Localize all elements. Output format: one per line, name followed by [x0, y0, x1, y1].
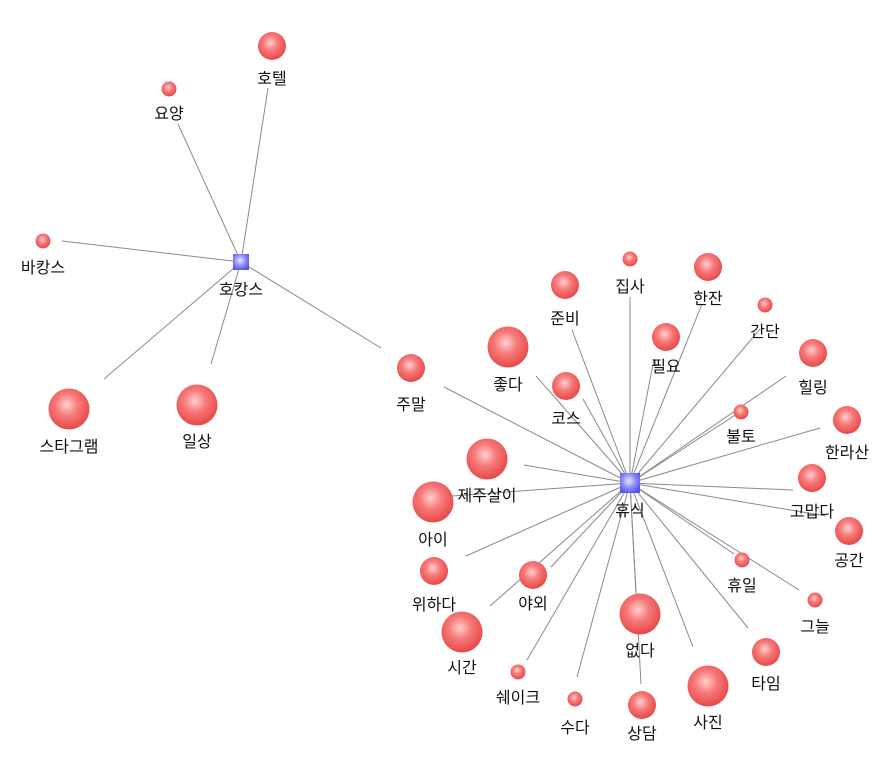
- word-label: 휴일: [727, 576, 756, 595]
- edge-line: [629, 482, 735, 555]
- edge-line: [550, 482, 631, 568]
- word-label: 불토: [726, 427, 755, 446]
- word-node[interactable]: [733, 404, 749, 420]
- word-label: 간단: [750, 322, 780, 341]
- edge-line: [629, 411, 741, 484]
- word-label: 공간: [834, 551, 864, 570]
- edge-line: [629, 358, 655, 484]
- hub-label: 호캉스: [219, 280, 263, 299]
- word-node[interactable]: [567, 691, 583, 707]
- word-node[interactable]: [552, 372, 580, 400]
- edge-line: [489, 482, 631, 607]
- edge-line: [629, 482, 800, 591]
- word-label: 좋다: [493, 375, 523, 394]
- word-label: 한라산: [825, 443, 869, 462]
- word-label: 힐링: [798, 378, 827, 397]
- word-label: 한잔: [693, 289, 723, 308]
- word-node[interactable]: [412, 481, 454, 523]
- word-label: 시간: [447, 658, 477, 677]
- word-label: 없다: [625, 641, 655, 660]
- edge-line: [210, 261, 242, 365]
- word-node[interactable]: [619, 593, 661, 635]
- edge-line: [582, 398, 631, 484]
- edge-layer: [61, 87, 827, 685]
- word-node[interactable]: [510, 664, 526, 680]
- word-label: 수다: [560, 718, 590, 737]
- word-node[interactable]: [835, 517, 863, 545]
- word-node[interactable]: [757, 297, 773, 313]
- word-node[interactable]: [752, 638, 780, 666]
- hub-label: 휴식: [615, 501, 644, 520]
- edge-line: [629, 482, 694, 648]
- edge-line: [177, 123, 242, 263]
- edge-line: [629, 482, 794, 491]
- word-label: 타임: [751, 674, 780, 693]
- word-label: 쉐이크: [496, 688, 540, 707]
- word-node[interactable]: [466, 438, 508, 480]
- edge-line: [523, 464, 631, 484]
- word-label: 아이: [418, 530, 447, 549]
- edge-line: [240, 87, 269, 263]
- edge-line: [535, 375, 631, 484]
- edge-line: [526, 482, 631, 661]
- edge-line: [629, 482, 642, 685]
- edge-line: [571, 329, 631, 484]
- word-node[interactable]: [833, 406, 861, 434]
- word-label: 고맙다: [790, 502, 834, 521]
- word-node[interactable]: [176, 384, 218, 426]
- hub-node[interactable]: [233, 254, 249, 270]
- edge-line: [103, 261, 242, 380]
- edge-line: [629, 303, 703, 484]
- edge-line: [629, 375, 787, 484]
- word-node[interactable]: [487, 326, 529, 368]
- word-label: 스타그램: [40, 437, 99, 456]
- word-node[interactable]: [652, 323, 680, 351]
- word-node[interactable]: [258, 32, 286, 60]
- word-node[interactable]: [441, 611, 483, 653]
- word-label: 바캉스: [21, 258, 65, 277]
- edge-line: [465, 482, 631, 557]
- word-label: 일상: [182, 432, 212, 451]
- word-label: 그늘: [800, 617, 829, 636]
- word-label: 제주살이: [458, 486, 517, 505]
- word-label: 필요: [651, 357, 680, 376]
- word-node[interactable]: [622, 251, 638, 267]
- word-label: 요양: [154, 104, 184, 123]
- word-node[interactable]: [551, 271, 579, 299]
- word-node[interactable]: [694, 253, 722, 281]
- word-label: 상담: [627, 724, 657, 743]
- word-node[interactable]: [48, 388, 90, 430]
- hub-node[interactable]: [620, 473, 640, 493]
- word-node[interactable]: [519, 561, 547, 589]
- word-label: 주말: [396, 395, 426, 414]
- word-label: 집사: [615, 277, 645, 296]
- word-node[interactable]: [628, 691, 656, 719]
- edge-line: [629, 427, 821, 484]
- edge-line: [451, 482, 631, 497]
- word-node[interactable]: [161, 81, 177, 97]
- edge-line: [629, 482, 827, 517]
- word-node[interactable]: [687, 665, 729, 707]
- edge-line: [240, 261, 382, 349]
- word-label: 준비: [550, 309, 579, 328]
- word-node[interactable]: [798, 464, 826, 492]
- word-label: 코스: [551, 409, 580, 428]
- edge-line: [629, 328, 761, 484]
- word-node[interactable]: [35, 233, 51, 249]
- word-label: 위하다: [412, 595, 456, 614]
- word-node[interactable]: [799, 339, 827, 367]
- edge-line: [61, 240, 242, 263]
- word-label: 호텔: [257, 69, 286, 88]
- word-label: 야외: [518, 594, 547, 613]
- word-node[interactable]: [807, 592, 823, 608]
- word-node[interactable]: [734, 552, 750, 568]
- edge-line: [443, 386, 631, 484]
- edge-line: [629, 482, 749, 629]
- edge-line: [576, 482, 631, 678]
- word-node[interactable]: [420, 557, 448, 585]
- word-node[interactable]: [397, 354, 425, 382]
- word-label: 사진: [693, 713, 722, 732]
